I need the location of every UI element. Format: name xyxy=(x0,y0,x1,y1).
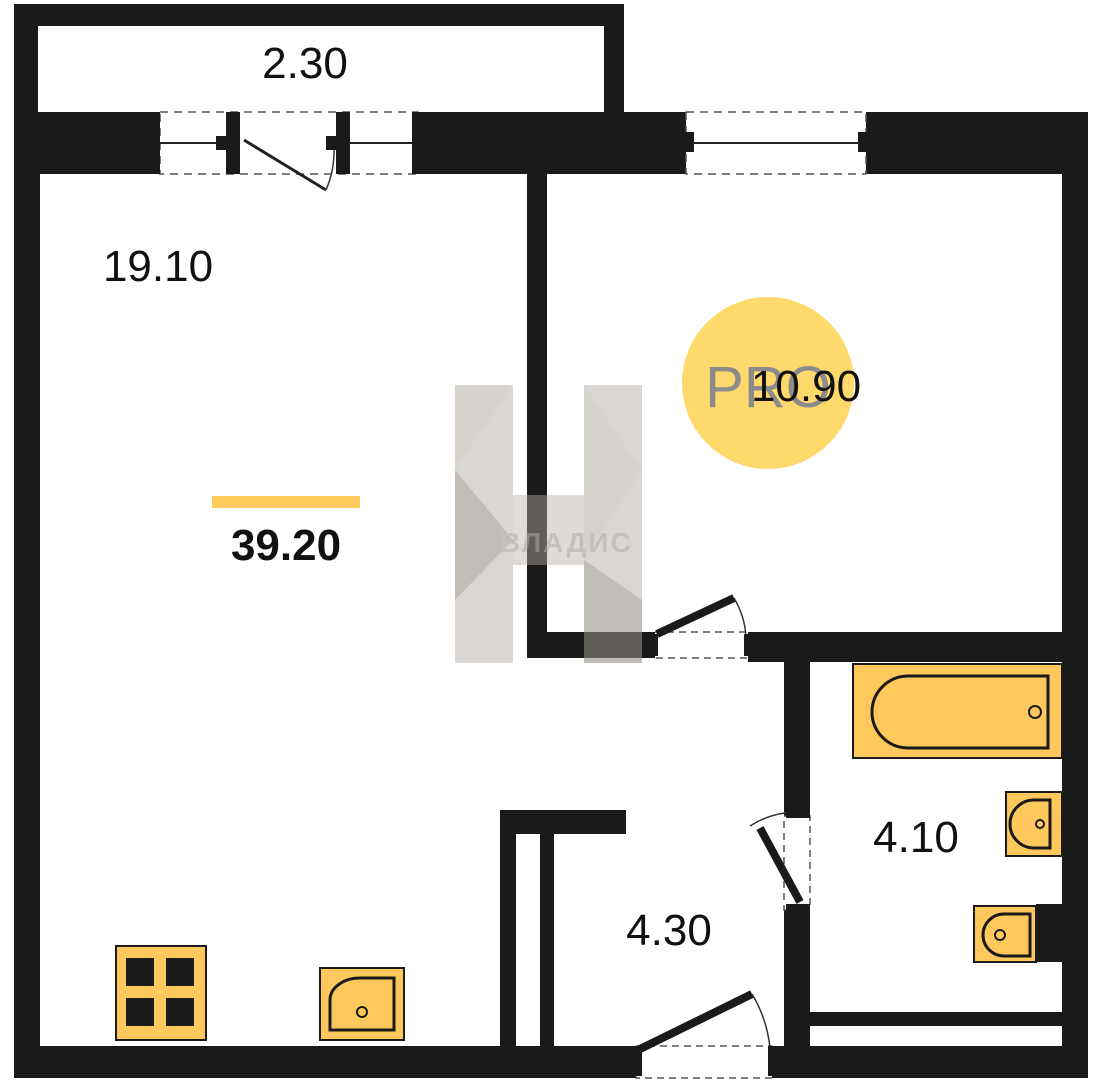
balcony-door xyxy=(150,111,422,192)
watermark: ВЛАДИС xyxy=(455,385,642,663)
balcony-area: 2.30 xyxy=(262,39,348,88)
bedroom-window xyxy=(682,111,870,175)
stove-icon xyxy=(115,945,207,1041)
bedroom-door xyxy=(648,594,754,659)
pro-badge-text: PRO xyxy=(705,355,831,420)
bathroom-door xyxy=(749,806,811,916)
kitchen-sink-icon xyxy=(319,967,405,1041)
bathtub-icon xyxy=(852,663,1063,759)
pro-badge: PRO xyxy=(682,297,854,469)
bathroom-area: 4.10 xyxy=(873,813,959,862)
total-area-accent xyxy=(212,496,360,508)
living-kitchen-area: 19.10 xyxy=(103,242,213,291)
bathroom-sink-icon xyxy=(1005,791,1063,857)
total-area: 39.20 xyxy=(231,521,341,570)
watermark-text: ВЛАДИС xyxy=(500,527,633,558)
bedroom-area: 10.90 xyxy=(751,362,861,411)
toilet-icon xyxy=(973,905,1037,963)
hallway-area: 4.30 xyxy=(626,906,712,955)
entrance-door xyxy=(630,990,780,1079)
walls xyxy=(14,4,1088,1078)
